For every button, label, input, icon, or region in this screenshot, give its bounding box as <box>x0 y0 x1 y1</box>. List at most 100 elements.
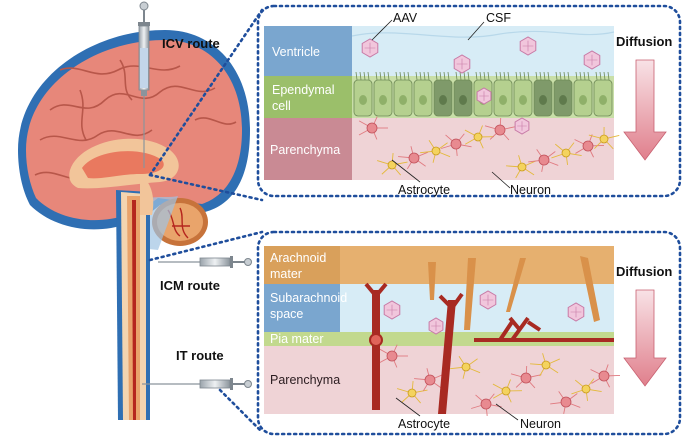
cell-nucleus <box>519 95 527 105</box>
it-route-label: IT route <box>176 348 224 363</box>
cilium <box>503 71 506 81</box>
cilium <box>359 71 362 81</box>
icv-route-label: ICV route <box>162 36 220 51</box>
cilium <box>467 71 470 81</box>
aav-particle <box>428 317 444 335</box>
aav-label: AAV <box>393 11 418 25</box>
zoom-connectors <box>148 8 264 434</box>
parenchyma-box <box>264 118 352 180</box>
arachnoid-trabeculae <box>428 256 600 330</box>
astrocyte-cell <box>398 146 429 170</box>
aav-particle <box>361 38 379 58</box>
arachnoid-region <box>340 246 614 284</box>
astrocyte-cell <box>441 133 472 157</box>
neuron-cell <box>506 155 537 179</box>
cilium <box>463 71 466 81</box>
aav-particle <box>519 36 537 56</box>
astrocyte-label-top: Astrocyte <box>398 183 450 197</box>
cilium <box>439 71 442 81</box>
cilium <box>579 71 582 81</box>
neuron-cell <box>464 125 495 149</box>
neuron-cell <box>377 152 408 176</box>
parenchyma-label-top: Parenchyma <box>270 143 340 157</box>
ependymal-box <box>264 76 352 118</box>
icm-syringe <box>158 256 252 268</box>
cell-nucleus <box>419 95 427 105</box>
aav-particle <box>479 290 497 310</box>
pia-region <box>264 332 614 346</box>
csf-region <box>352 26 614 76</box>
cell-nucleus <box>399 95 407 105</box>
ventricle-box <box>264 26 352 76</box>
cilium <box>535 71 538 81</box>
cell-nucleus <box>539 95 547 105</box>
icm-route-label: ICM route <box>160 278 220 293</box>
cilium <box>527 71 530 81</box>
diffusion-label-top: Diffusion <box>616 34 672 49</box>
cilium <box>539 71 542 81</box>
cilium <box>495 71 498 81</box>
aav-particle <box>583 50 601 70</box>
neuron-label-bottom: Neuron <box>520 417 561 431</box>
astrocyte-cell <box>550 391 581 414</box>
cilium <box>515 71 518 81</box>
astrocyte-cell <box>574 134 604 158</box>
cilium <box>559 71 562 81</box>
pia-mater-label: Pia mater <box>270 332 324 346</box>
cilium <box>363 71 366 81</box>
gyri-lines <box>34 59 237 180</box>
cilium <box>443 71 446 81</box>
cilium <box>575 71 578 81</box>
cell-nucleus <box>379 95 387 105</box>
cell-nucleus <box>579 95 587 105</box>
cilium <box>395 71 398 81</box>
cilium <box>367 71 370 81</box>
cilium <box>583 71 586 81</box>
cilium <box>487 71 490 81</box>
astrocyte-cell <box>484 117 516 141</box>
cilium <box>523 71 526 81</box>
arachnoid-box <box>264 246 340 284</box>
cell-nucleus <box>499 95 507 105</box>
diffusion-label-bottom: Diffusion <box>616 264 672 279</box>
aav-particle <box>476 87 492 105</box>
cilium <box>603 71 606 81</box>
icv-syringe <box>138 1 150 168</box>
subarachnoid-box <box>264 284 340 332</box>
csf-label: CSF <box>486 11 511 25</box>
astrocyte-cell <box>510 365 542 389</box>
astrocyte-cell <box>414 368 445 392</box>
cell-nucleus <box>359 95 367 105</box>
it-syringe <box>142 378 252 390</box>
neuron-cell <box>571 378 602 402</box>
cilium <box>595 71 598 81</box>
diffusion-arrow-top <box>623 59 667 161</box>
neuron-cell <box>530 353 561 377</box>
cilium <box>555 71 558 81</box>
cilium <box>399 71 402 81</box>
cilium <box>423 71 426 81</box>
astrocyte-cell <box>471 393 502 417</box>
cilium <box>563 71 566 81</box>
aav-particle <box>383 300 401 320</box>
cilium <box>383 71 386 81</box>
neuron-cell <box>420 139 451 163</box>
cilium <box>375 71 378 81</box>
neuron-cell <box>450 355 481 379</box>
cilium <box>447 71 450 81</box>
neuron-cell <box>397 380 428 404</box>
cilium <box>567 71 570 81</box>
cilium <box>507 71 510 81</box>
neuron-cell <box>492 379 523 403</box>
blood-vessels <box>364 282 614 414</box>
astrocyte-cell <box>358 116 388 140</box>
astrocyte-label-bottom: Astrocyte <box>398 417 450 431</box>
cilium <box>499 71 502 81</box>
neuron-cell <box>551 142 582 166</box>
cilium <box>455 71 458 81</box>
astrocyte-cell <box>590 364 620 388</box>
